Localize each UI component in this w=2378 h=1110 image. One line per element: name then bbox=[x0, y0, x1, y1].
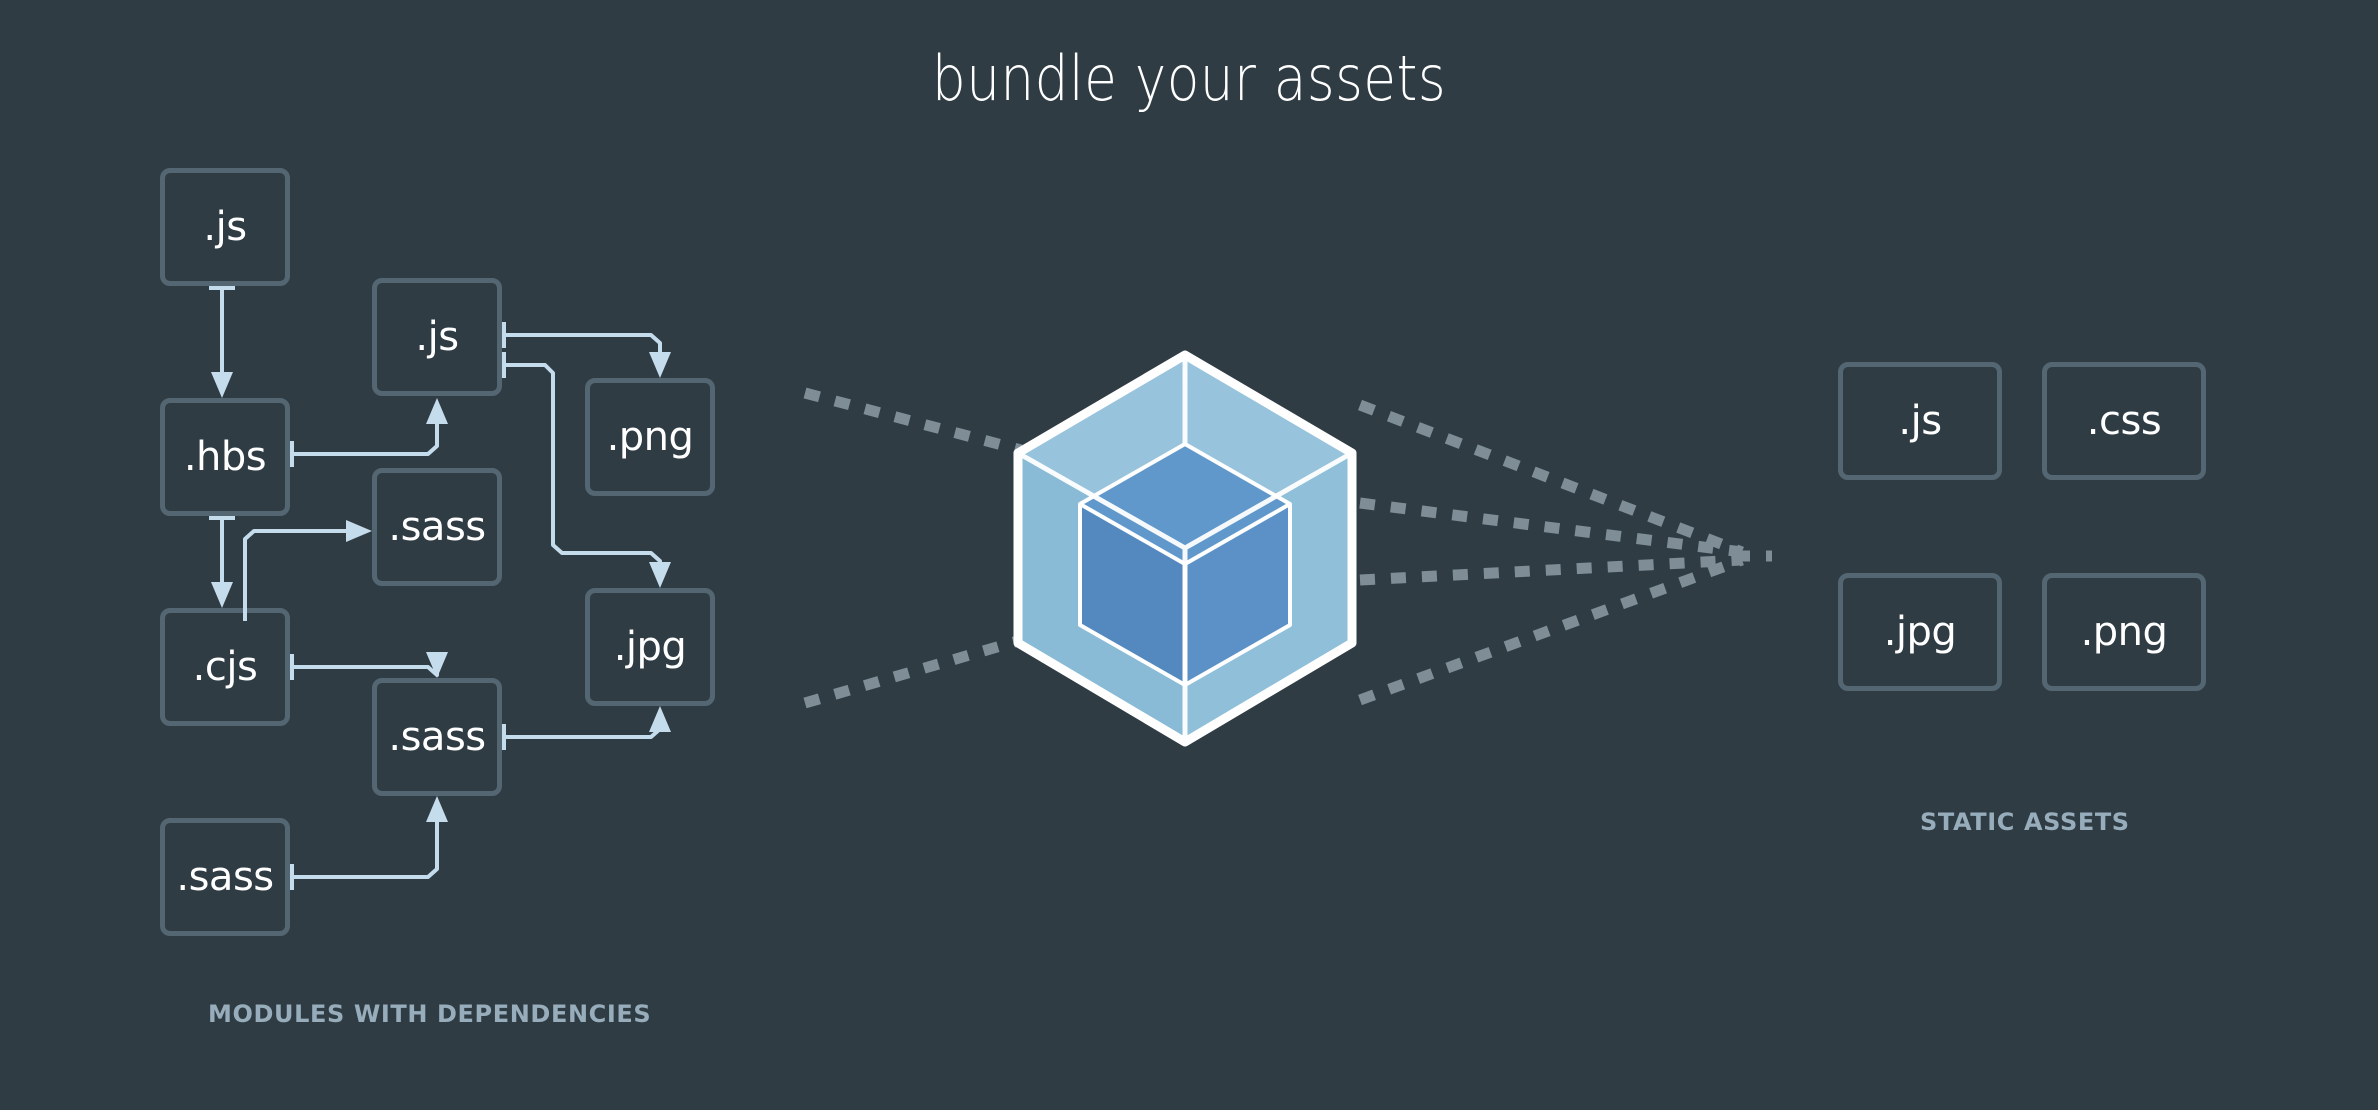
cube-internal-flow-lines bbox=[1028, 457, 1350, 638]
asset-box-js[interactable]: .js bbox=[1838, 362, 2002, 480]
webpack-cube-icon bbox=[1013, 350, 1357, 747]
module-box-hbs[interactable]: .hbs bbox=[160, 398, 290, 516]
asset-box-css[interactable]: .css bbox=[2042, 362, 2206, 480]
assets-caption: STATIC ASSETS bbox=[1920, 808, 2130, 836]
module-box-png[interactable]: .png bbox=[585, 378, 715, 496]
module-box-sass-1[interactable]: .sass bbox=[160, 818, 290, 936]
asset-box-jpg[interactable]: .jpg bbox=[1838, 573, 2002, 691]
outgoing-flow-lines bbox=[1358, 399, 1772, 706]
module-box-cjs[interactable]: .cjs bbox=[160, 608, 290, 726]
incoming-flow-lines bbox=[803, 387, 1023, 709]
module-box-js-1[interactable]: .js bbox=[160, 168, 290, 286]
module-box-jpg[interactable]: .jpg bbox=[585, 588, 715, 706]
module-box-sass-3[interactable]: .sass bbox=[372, 678, 502, 796]
page-title: bundle your assets bbox=[931, 42, 1447, 115]
module-box-sass-2[interactable]: .sass bbox=[372, 468, 502, 586]
module-box-js-2[interactable]: .js bbox=[372, 278, 502, 396]
modules-caption: MODULES WITH DEPENDENCIES bbox=[208, 1000, 652, 1028]
asset-box-png[interactable]: .png bbox=[2042, 573, 2206, 691]
